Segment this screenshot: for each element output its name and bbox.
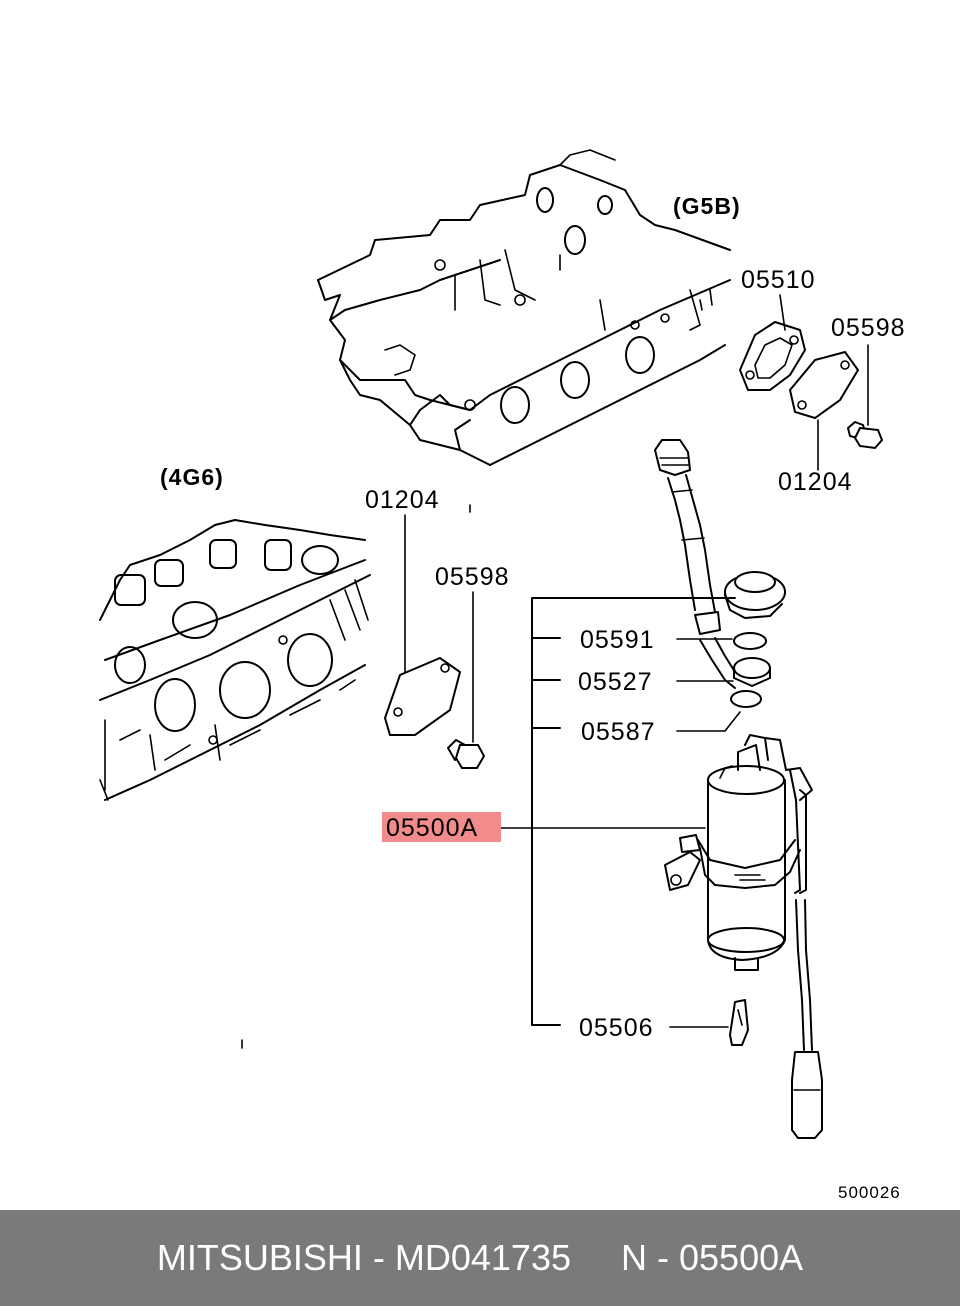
gasket-05510-drawing: [739, 321, 806, 391]
figure-code: 500026: [838, 1183, 901, 1202]
fuel-hose-drawing: [654, 439, 743, 689]
part-label-05510: 05510: [741, 266, 816, 294]
footer-part-info: MITSUBISHI - MD041735 N - 05500A: [156, 1237, 804, 1278]
part-label-05598-upper: 05598: [831, 314, 906, 342]
parts-diagram: [99, 149, 884, 1139]
part-label-05527: 05527: [578, 668, 653, 696]
plate-01204-upper-drawing: [788, 350, 860, 420]
washer-05587-drawing: [730, 690, 762, 708]
pressure-regulator-drawing: [724, 571, 786, 619]
part-label-05587: 05587: [581, 718, 656, 746]
g5b-cylinder-head-drawing: [317, 149, 731, 466]
part-label-05500a[interactable]: 05500A: [386, 814, 479, 842]
leader-lines: [241, 294, 869, 1049]
part-label-01204-upper: 01204: [778, 468, 853, 496]
fuel-pump-wire-drawing: [791, 899, 823, 1139]
4g6-cylinder-head-drawing: [99, 519, 371, 801]
highlight-05500a: [382, 812, 501, 842]
part-label-01204-lower: 01204: [365, 486, 440, 514]
washer-05591-drawing: [733, 632, 767, 650]
part-label-05598-lower: 05598: [435, 563, 510, 591]
fuel-pump-05500a-drawing: [664, 734, 813, 971]
footer-bar: MITSUBISHI - MD041735 N - 05500A: [0, 1210, 960, 1306]
bolt-05598-upper-drawing: [847, 421, 884, 450]
bolt-05598-lower-drawing: [447, 739, 486, 769]
engine-label-4g6: (4G6): [160, 464, 224, 490]
plate-01204-lower-drawing: [383, 656, 462, 736]
part-label-05591: 05591: [580, 626, 655, 654]
part-label-05506: 05506: [579, 1014, 654, 1042]
eye-bolt-05527-drawing: [733, 657, 771, 687]
clip-05506-drawing: [729, 999, 749, 1046]
engine-label-g5b: (G5B): [673, 193, 741, 219]
